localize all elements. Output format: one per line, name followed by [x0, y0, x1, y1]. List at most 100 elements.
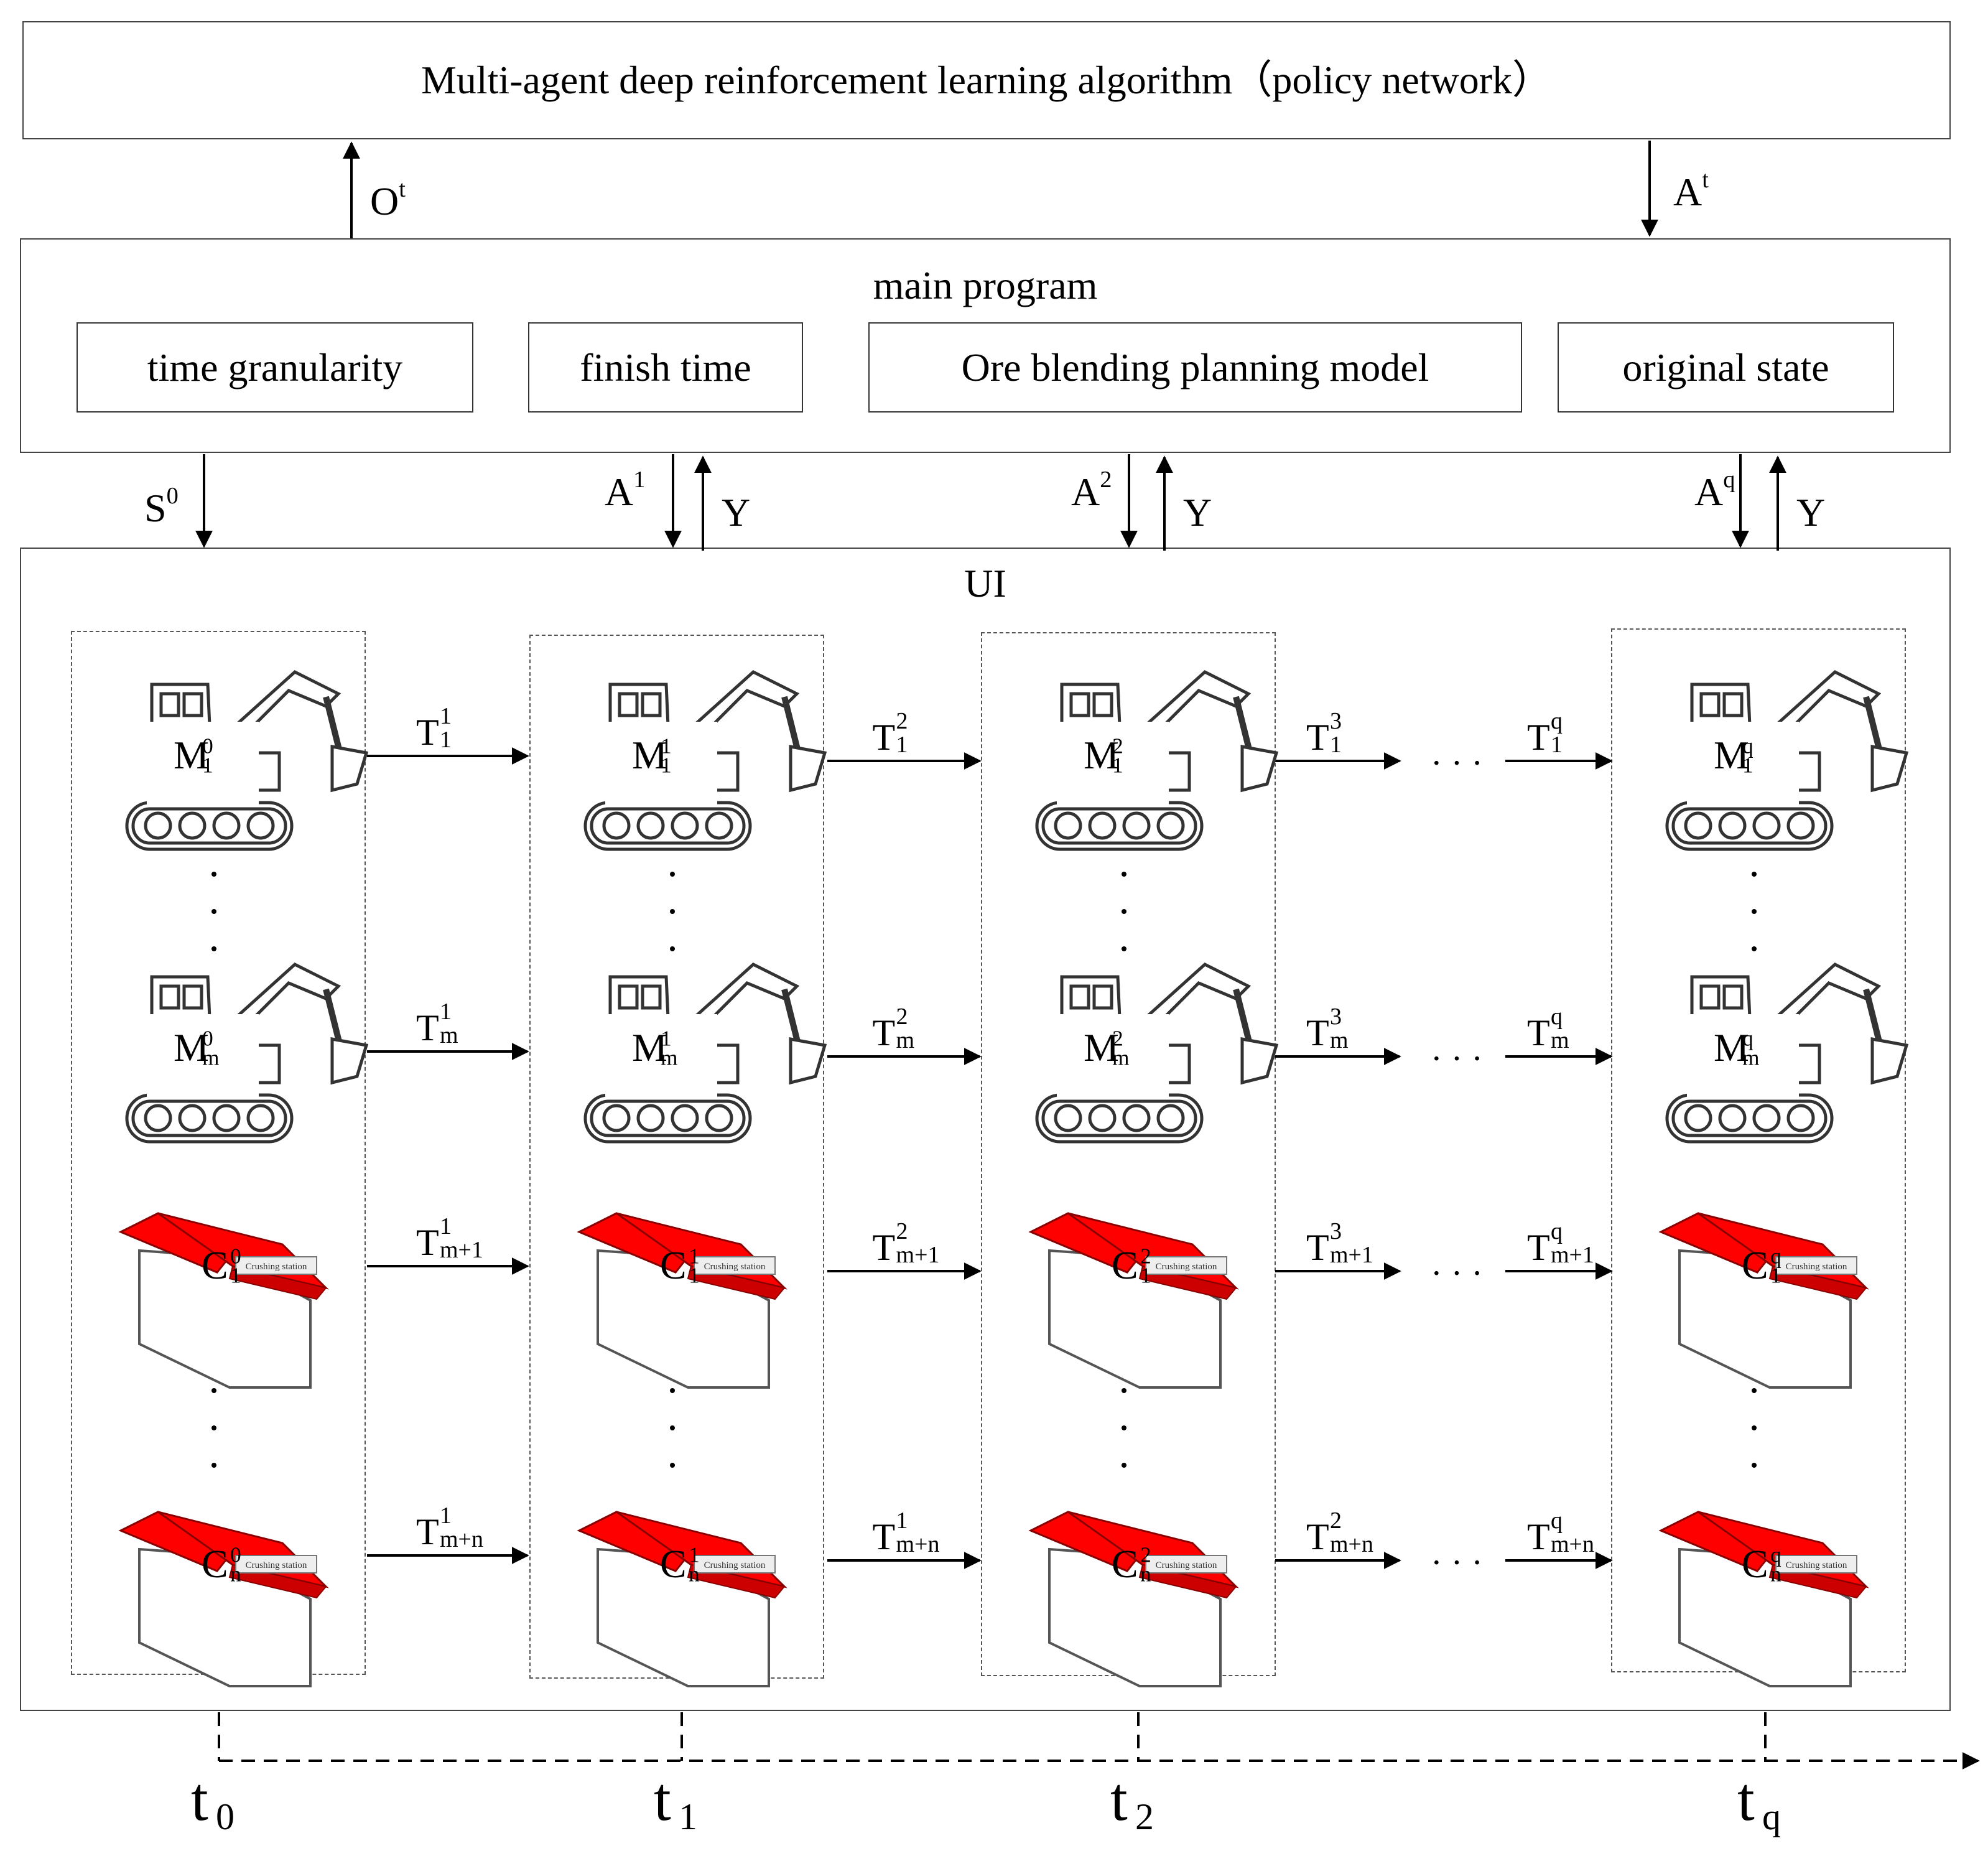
svg-text:m: m	[440, 1022, 458, 1048]
crushing-station-icon: Crushing station	[1658, 1511, 1869, 1687]
vertical-ellipsis-dot	[670, 1388, 675, 1393]
svg-text:T: T	[873, 1012, 896, 1053]
svg-text:1: 1	[440, 999, 452, 1025]
svg-text:1: 1	[440, 1213, 452, 1239]
vertical-ellipsis-dot	[211, 1388, 216, 1393]
svg-text:m+n: m+n	[1330, 1531, 1373, 1557]
vertical-ellipsis-dot	[1752, 872, 1757, 877]
svg-text:C: C	[1742, 1542, 1768, 1586]
svg-text:q: q	[1551, 1004, 1563, 1030]
main-program-title: main program	[873, 263, 1098, 307]
crushing-station-sign: Crushing station	[1786, 1560, 1847, 1570]
svg-text:q: q	[1762, 1796, 1781, 1837]
agent-label-m: M2m	[1084, 1025, 1129, 1070]
svg-text:1: 1	[679, 1796, 697, 1837]
horizontal-ellipsis: · · ·	[1431, 1254, 1483, 1293]
svg-text:2: 2	[1140, 1244, 1151, 1269]
svg-text:m: m	[1742, 1045, 1759, 1070]
svg-text:C: C	[202, 1243, 228, 1287]
excavator-icon	[583, 963, 827, 1144]
svg-text:m: m	[202, 1045, 219, 1070]
policy-network-box: Multi-agent deep reinforcement learning …	[22, 21, 1951, 139]
vertical-ellipsis-dot	[211, 946, 216, 951]
svg-text:C: C	[660, 1542, 687, 1586]
time-granularity-box: time granularity	[77, 322, 473, 413]
svg-text:1: 1	[1770, 1263, 1781, 1287]
svg-text:M: M	[632, 1025, 667, 1070]
svg-text:2: 2	[896, 1004, 908, 1030]
svg-text:2: 2	[896, 708, 908, 734]
aq-y-label: Y	[1796, 490, 1825, 534]
vertical-ellipsis-dot	[1122, 1388, 1126, 1393]
svg-text:2: 2	[1330, 1508, 1342, 1534]
a2-y-label: Y	[1183, 490, 1212, 534]
finish-time-label: finish time	[580, 345, 751, 389]
svg-text:1: 1	[1551, 732, 1563, 758]
vertical-ellipsis-dot	[1752, 909, 1757, 914]
ui-title: UI	[964, 561, 1006, 605]
vertical-ellipsis-dot	[670, 1463, 675, 1468]
horizontal-ellipsis: · · ·	[1431, 1040, 1483, 1078]
svg-text:m+1: m+1	[1330, 1242, 1373, 1268]
original-state-box: original state	[1558, 322, 1894, 413]
horizontal-ellipsis: · · ·	[1431, 744, 1483, 783]
svg-text:m: m	[1551, 1027, 1569, 1053]
svg-text:T: T	[416, 1511, 439, 1552]
svg-text:T: T	[1306, 1516, 1329, 1557]
svg-text:0: 0	[202, 734, 213, 758]
vertical-ellipsis-dot	[1122, 909, 1126, 914]
svg-text:t: t	[1110, 1765, 1128, 1834]
svg-text:T: T	[1306, 1012, 1329, 1053]
svg-text:1: 1	[1112, 753, 1123, 777]
vertical-ellipsis-dot	[1752, 1388, 1757, 1393]
svg-text:T: T	[416, 1222, 439, 1263]
agent-label-m: M0m	[174, 1025, 219, 1070]
svg-text:2: 2	[1140, 1543, 1151, 1567]
svg-text:1: 1	[230, 1263, 241, 1287]
crushing-station-sign: Crushing station	[704, 1262, 766, 1272]
crushing-station-sign: Crushing station	[1786, 1262, 1847, 1272]
finish-time-box: finish time	[528, 322, 803, 413]
crushing-station-sign: Crushing station	[246, 1262, 307, 1272]
svg-text:C: C	[1742, 1243, 1768, 1287]
svg-text:M: M	[1084, 733, 1119, 777]
policy-network-title: Multi-agent deep reinforcement learning …	[420, 58, 1553, 102]
svg-text:1: 1	[896, 732, 908, 758]
svg-text:1: 1	[689, 1543, 700, 1567]
svg-text:0: 0	[230, 1244, 241, 1269]
svg-text:m+1: m+1	[1551, 1242, 1594, 1268]
svg-text:1: 1	[689, 1244, 700, 1269]
svg-text:m+n: m+n	[440, 1526, 483, 1552]
vertical-ellipsis-dot	[211, 872, 216, 877]
vertical-ellipsis-dot	[1752, 946, 1757, 951]
svg-text:q: q	[1770, 1543, 1781, 1567]
crushing-station-icon: Crushing station	[1028, 1511, 1239, 1687]
agent-label-m: M1m	[632, 1025, 677, 1070]
svg-text:m+1: m+1	[440, 1237, 483, 1263]
svg-text:q: q	[1551, 1218, 1563, 1244]
vertical-ellipsis-dot	[211, 1425, 216, 1430]
svg-text:1: 1	[440, 727, 452, 753]
svg-text:t: t	[191, 1765, 208, 1834]
svg-text:2: 2	[1135, 1796, 1154, 1837]
svg-text:m: m	[896, 1027, 915, 1053]
svg-text:1: 1	[689, 1263, 700, 1287]
svg-text:C: C	[1112, 1542, 1138, 1586]
svg-text:n: n	[1140, 1562, 1151, 1586]
vertical-ellipsis-dot	[1122, 1463, 1126, 1468]
